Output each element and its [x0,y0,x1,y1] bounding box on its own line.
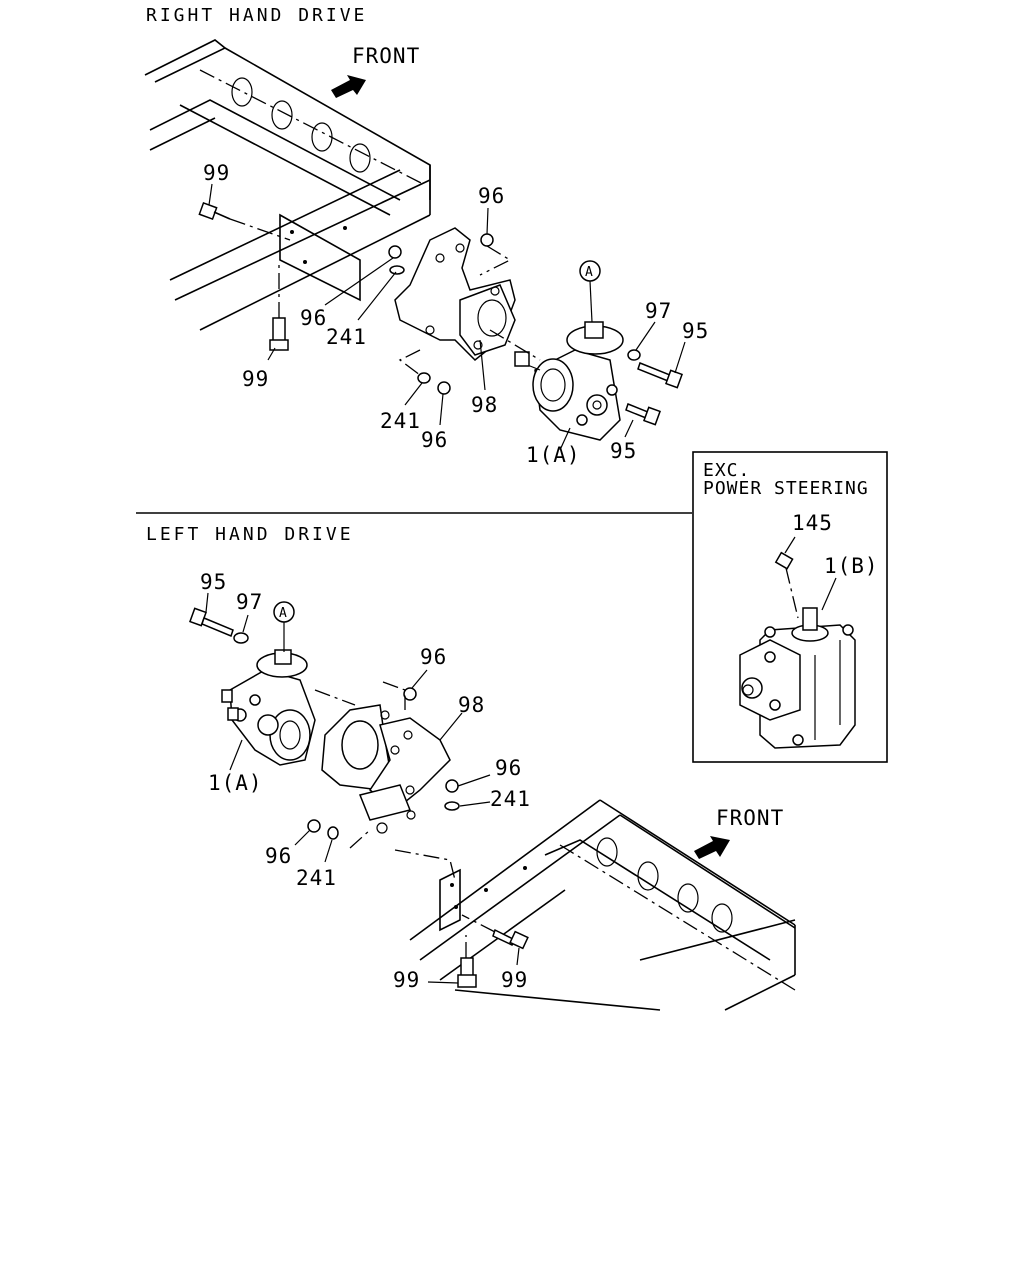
lhd-bracket-98 [321,704,451,834]
lhd-callout-99-right: 99 [501,968,528,992]
rhd-ref-a-marker: A [579,260,601,323]
rhd-callout-97: 97 [645,299,672,323]
inset-frame [692,451,888,763]
rhd-ref-a: A [585,265,593,280]
rhd-chassis-frame [144,39,431,331]
lhd-callout-241-upper: 241 [490,787,531,811]
rhd-callout-98: 98 [471,393,498,417]
lhd-front-arrow [694,836,730,859]
inset-title-line2: POWER STEERING [703,478,869,499]
rhd-front-arrow [331,75,366,98]
lhd-callout-96-upper: 96 [420,645,447,669]
rhd-bolt-95-lower [625,403,661,426]
rhd-bolt-95-upper [637,362,683,389]
rhd-callout-95-lower: 95 [610,439,637,463]
rhd-hardware [388,233,641,395]
rhd-leaders [208,183,686,451]
lhd-bolt-95 [189,607,234,638]
lhd-section: LEFT HAND DRIVE FRONT [146,524,796,1011]
lhd-callout-97: 97 [236,590,263,614]
lhd-chassis-frame [409,799,796,1011]
inset-title-line1: EXC. [703,460,750,481]
rhd-callout-95-upper: 95 [682,319,709,343]
inset-callout-1b: 1(B) [824,554,879,578]
rhd-callout-1a: 1(A) [526,443,581,467]
lhd-ref-a-marker: A [273,601,295,652]
inset-bolt-145 [774,551,799,619]
rhd-title: RIGHT HAND DRIVE [146,5,367,26]
lhd-front-label: FRONT [716,806,784,830]
lhd-title: LEFT HAND DRIVE [146,524,354,545]
rhd-section: RIGHT HAND DRIVE FRONT [144,5,709,467]
rhd-callout-99-upper: 99 [203,161,230,185]
lhd-steering-gear-1a [221,649,356,766]
lhd-bolt-99-upper [461,914,529,950]
rhd-steering-gear-1a [489,321,624,441]
lhd-callout-95: 95 [200,570,227,594]
rhd-callout-99-lower: 99 [242,367,269,391]
inset-leader-1b [821,577,837,611]
lhd-callout-98: 98 [458,693,485,717]
rhd-bracket-98 [394,227,516,362]
lhd-leaders [205,592,520,984]
lhd-ref-a: A [279,606,287,621]
inset-callout-145: 145 [792,511,833,535]
lhd-callout-1a: 1(A) [208,771,263,795]
rhd-callout-96-mid: 96 [300,306,327,330]
lhd-callout-96-mid: 96 [495,756,522,780]
rhd-callout-96-lower: 96 [421,428,448,452]
lhd-hardware [233,632,460,881]
rhd-bolt-99-upper [198,202,291,241]
rhd-callout-241-upper: 241 [326,325,367,349]
lhd-bolt-99-lower [457,935,477,988]
inset-steering-gear-1b [739,607,856,749]
inset-manual-steering: EXC. POWER STEERING 145 1(B) [692,451,888,763]
lhd-callout-99-left: 99 [393,968,420,992]
lhd-callout-241-lower: 241 [296,866,337,890]
inset-leader-145 [784,536,796,554]
rhd-front-label: FRONT [352,44,420,68]
lhd-callout-96-lower: 96 [265,844,292,868]
rhd-callout-241-lower: 241 [380,409,421,433]
rhd-bolt-99-lower [269,260,289,351]
rhd-callout-96-upper: 96 [478,184,505,208]
